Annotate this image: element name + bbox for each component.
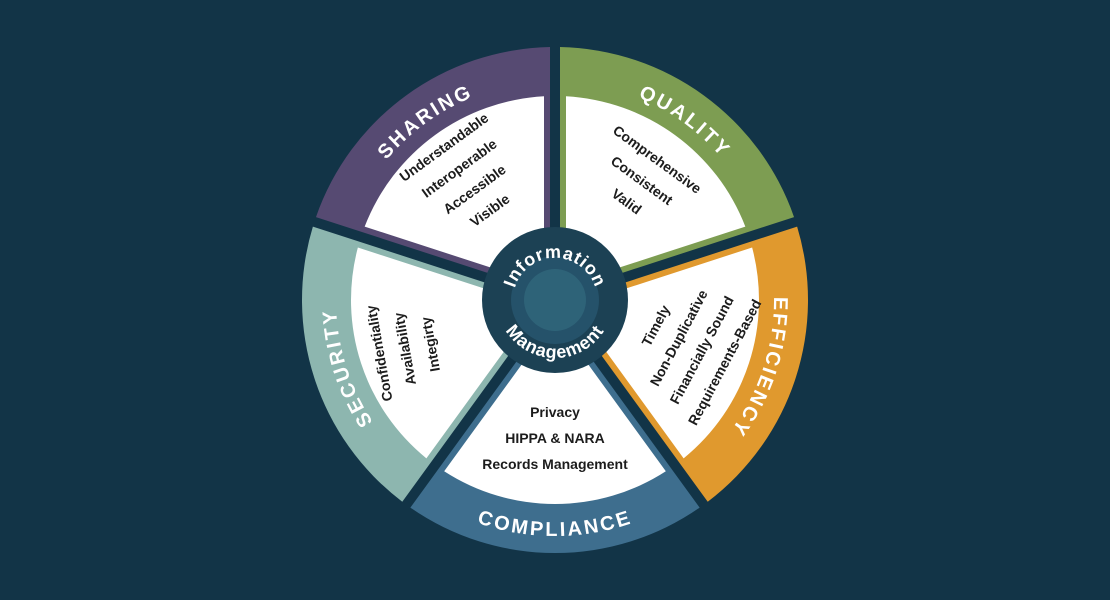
segment-compliance-item-1: HIPPA & NARA [505, 430, 605, 446]
segment-quality-panel [566, 96, 746, 273]
segment-compliance-panel [444, 350, 666, 505]
segment-security-panel [351, 247, 515, 459]
segment-sharing-panel [364, 96, 544, 273]
hub-inner-circle [524, 269, 586, 331]
segment-efficiency-panel [595, 247, 759, 459]
segment-compliance-item-0: Privacy [530, 404, 580, 420]
segment-compliance-item-2: Records Management [482, 456, 628, 472]
